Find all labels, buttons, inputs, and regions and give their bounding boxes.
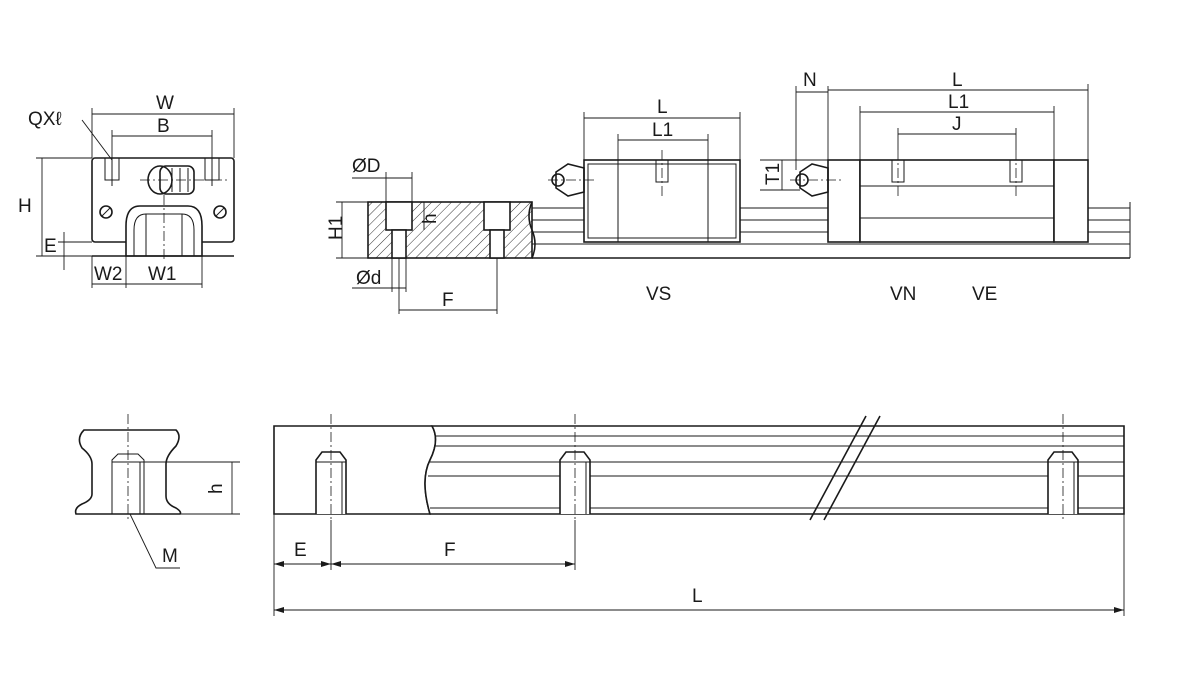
dim-label-h-rail: h bbox=[206, 483, 227, 494]
dim-label-h-section: h bbox=[420, 213, 441, 224]
dim-label-n: N bbox=[803, 70, 817, 91]
dim-label-qxl: QXℓ bbox=[28, 109, 62, 130]
grease-nipple-vn bbox=[790, 163, 842, 197]
rail-bolt-2 bbox=[559, 414, 591, 520]
dim-label-l-vs: L bbox=[657, 97, 668, 118]
rail-side-outline bbox=[273, 425, 437, 515]
block-vn-body bbox=[859, 159, 1055, 243]
rail-side-view: E F L bbox=[273, 414, 1125, 616]
caption-vs: VS bbox=[646, 284, 671, 305]
dim-label-l1-vn: L1 bbox=[948, 92, 969, 113]
block-vn-ve: T1 N L L1 J VN VE bbox=[760, 70, 1089, 305]
grease-nipple-vs bbox=[548, 163, 596, 197]
dim-label-m: M bbox=[162, 546, 178, 567]
dim-label-d: Ød bbox=[356, 268, 381, 289]
dim-label-h1: H1 bbox=[326, 216, 347, 240]
dim-label-l1-vs: L1 bbox=[652, 120, 673, 141]
dim-label-e: E bbox=[44, 236, 57, 257]
caption-ve: VE bbox=[972, 284, 997, 305]
dim-label-w1: W1 bbox=[148, 264, 177, 285]
dim-label-l-vn: L bbox=[952, 70, 963, 91]
dim-label-f-rail: F bbox=[444, 540, 456, 561]
dim-label-e-rail: E bbox=[294, 540, 307, 561]
dim-label-w2: W2 bbox=[94, 264, 123, 285]
rail-cross-section: h M bbox=[74, 414, 240, 569]
dim-label-h: H bbox=[18, 196, 32, 217]
rail-bolt-1 bbox=[315, 414, 347, 520]
dim-label-od: ØD bbox=[352, 156, 381, 177]
screw-icon bbox=[99, 205, 227, 219]
rail-bolt-3 bbox=[1047, 414, 1079, 520]
dim-label-f-section: F bbox=[442, 290, 454, 311]
dim-label-t1: T1 bbox=[763, 163, 784, 185]
dim-label-b: B bbox=[157, 116, 170, 137]
dim-label-j: J bbox=[952, 114, 962, 135]
dim-label-l-rail: L bbox=[692, 586, 703, 607]
dim-label-w: W bbox=[156, 93, 174, 114]
caption-vn: VN bbox=[890, 284, 916, 305]
block-vs: L L1 VS bbox=[548, 97, 741, 305]
block-front-view: W B QXℓ H E W2 W1 bbox=[18, 93, 235, 288]
grease-nipple-front bbox=[140, 165, 228, 195]
